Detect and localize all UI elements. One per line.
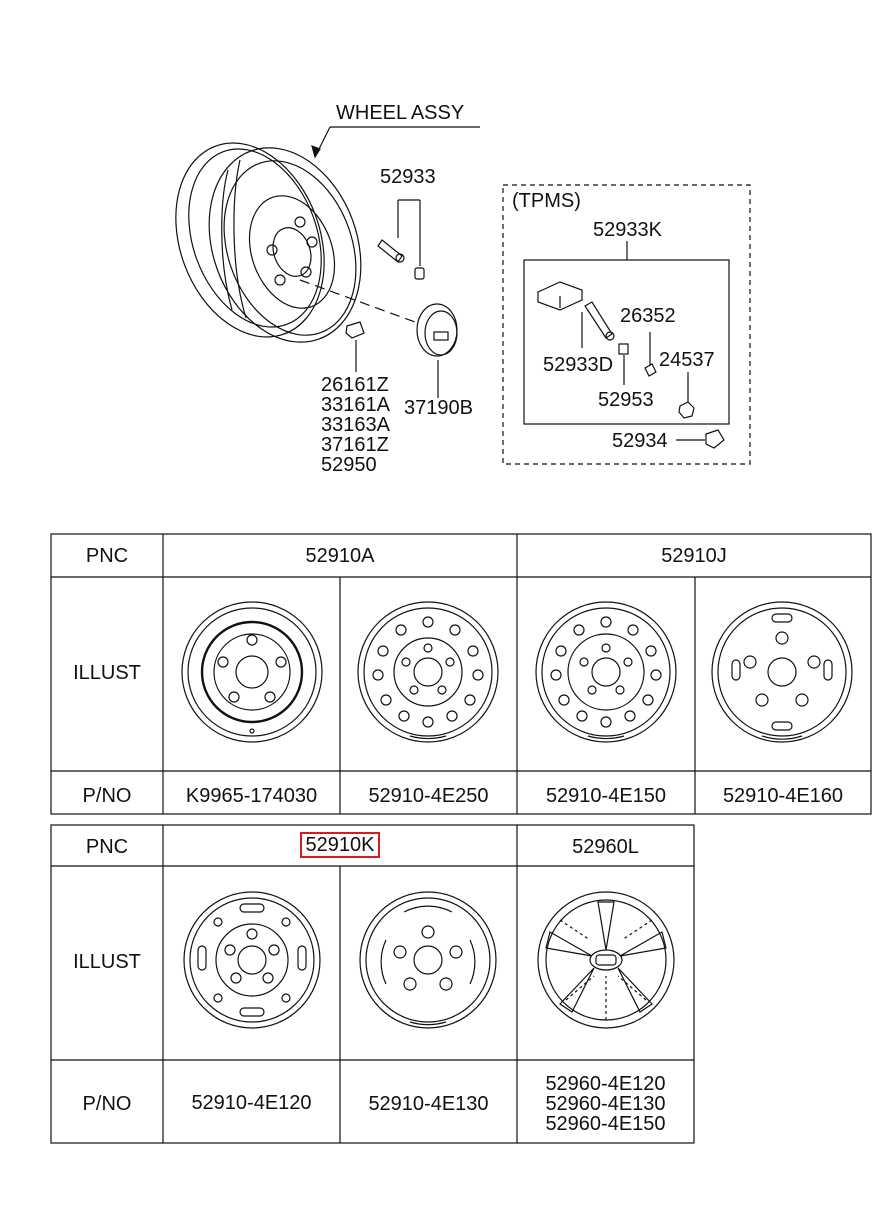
tpms-grommet-icon <box>644 332 657 377</box>
table1-illust-header: ILLUST <box>73 662 141 684</box>
wheel-illust-52910-4e160 <box>711 601 853 743</box>
nut-pnc-item: 33161A <box>321 394 390 416</box>
wheel-cover-illust-52960l <box>537 891 675 1029</box>
table1-part-number: 52910-4E160 <box>722 785 844 807</box>
table2-part-number: 52910-4E120 <box>191 1092 312 1114</box>
table1-part-number: 52910-4E250 <box>368 785 489 807</box>
axis-line <box>299 279 416 323</box>
valve-stem-icon <box>377 239 405 263</box>
table1-pno-header: P/NO <box>82 785 132 807</box>
wheel-illust-52910-4e250 <box>357 601 499 743</box>
wheel-illust-52910-4e150 <box>535 601 677 743</box>
wheel-illust-52910-4e120 <box>183 891 321 1029</box>
table2-pnc-header: PNC <box>85 836 129 858</box>
tpms-group-box <box>502 184 751 465</box>
valve-pnc-label: 52933 <box>380 166 436 188</box>
wheel-nut-icon <box>345 321 365 372</box>
tpms-label: (TPMS) <box>512 190 581 212</box>
tpms-cap-pnc-label: 52953 <box>598 389 654 411</box>
table1-pnc-header: PNC <box>85 545 129 567</box>
table2-pnc-52910k-highlighted[interactable]: 52910K <box>299 832 381 858</box>
hub-cap-icon <box>416 303 458 398</box>
nut-pnc-item: 52950 <box>321 454 377 476</box>
tpms-valve-cap-pnc-label: 52934 <box>612 430 668 452</box>
tpms-cap-icon <box>618 343 629 385</box>
table2-part-number: 52910-4E130 <box>368 1093 489 1115</box>
tpms-sensor-pnc-label: 52933D <box>543 354 614 376</box>
table1-pnc-52910j: 52910J <box>661 545 727 567</box>
table2-pno-header: P/NO <box>82 1093 132 1115</box>
nut-pnc-list: 26161Z 33161A 33163A 37161Z 52950 <box>321 375 390 475</box>
tpms-sensor-icon <box>537 281 615 348</box>
table1-pnc-52910a: 52910A <box>305 545 375 567</box>
wheel-assy-label: WHEEL ASSY <box>336 102 465 124</box>
table2-pnc-cell-52910k: 52910K <box>163 832 517 858</box>
table2-grid <box>50 824 695 1144</box>
nut-pnc-item: 33163A <box>321 414 390 436</box>
valve-cap-icon <box>414 267 425 280</box>
wheel-assembly-drawing <box>175 142 362 343</box>
nut-pnc-item: 37161Z <box>321 434 389 456</box>
table2-cover-part-number: 52960-4E130 <box>545 1093 666 1115</box>
tpms-nut-pnc-label: 24537 <box>659 349 715 371</box>
table1-part-number: 52910-4E150 <box>545 785 667 807</box>
table2-pnc-52960l: 52960L <box>572 836 639 858</box>
wheel-assy-arrow <box>311 145 321 159</box>
nut-pnc-item: 26161Z <box>321 374 389 396</box>
table2-cover-part-numbers: 52960-4E120 52960-4E130 52960-4E150 <box>517 1074 694 1134</box>
table2-illust-header: ILLUST <box>73 951 141 973</box>
hub-cap-pnc-label: 37190B <box>404 397 473 419</box>
wheel-illust-k9965-174030 <box>181 601 323 743</box>
tpms-kit-pnc-label: 52933K <box>593 219 662 241</box>
tpms-valve-cap-icon <box>676 429 725 449</box>
table1-part-number: K9965-174030 <box>185 785 318 807</box>
table1-grid <box>50 533 872 815</box>
tpms-nut-icon <box>678 372 695 419</box>
tpms-grommet-pnc-label: 26352 <box>620 305 676 327</box>
table2-cover-part-number: 52960-4E150 <box>545 1113 666 1135</box>
wheel-illust-52910-4e130 <box>359 891 497 1029</box>
table2-cover-part-number: 52960-4E120 <box>545 1073 666 1095</box>
